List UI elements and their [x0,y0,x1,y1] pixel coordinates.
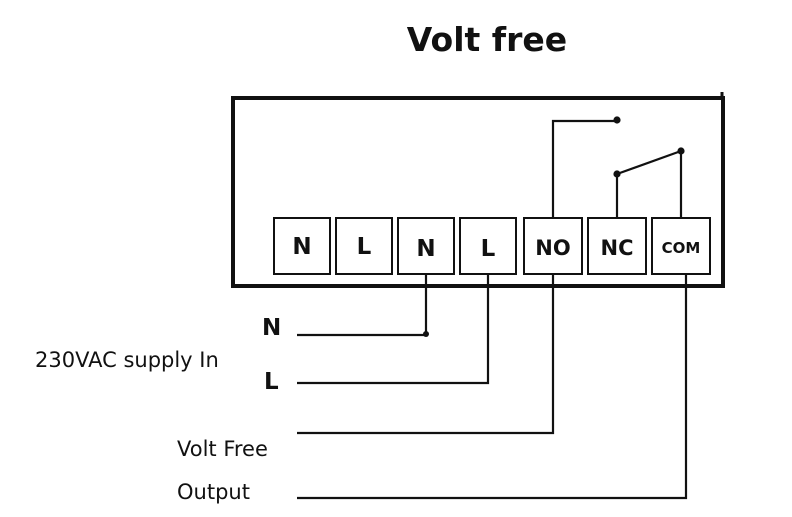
output-label-line1: Volt Free [177,437,268,461]
output-label-line2: Output [177,480,250,504]
terminal-block-5: NO [523,217,583,275]
relay-switch [551,116,685,218]
terminal-label-2: L [357,234,372,260]
controller-housing [231,96,725,288]
supply-n-label: N [262,315,281,341]
terminal-block-4: L [459,217,517,275]
supply-n-junction-dot [423,331,429,337]
terminal-label-1: N [292,234,311,260]
supply-l-label: L [264,369,279,395]
terminal-label-4: L [481,236,496,262]
terminal-block-6: NC [587,217,647,275]
supply-n-wire [297,274,428,337]
terminal-label-5: NO [535,236,570,260]
terminal-block-3: N [397,217,455,275]
terminal-label-6: NC [601,236,634,260]
terminal-block-1: N [273,217,331,275]
volt-free-no-wire [297,274,555,435]
terminal-block-2: L [335,217,393,275]
supply-caption: 230VAC supply In [35,348,219,372]
terminal-block-7: COM [651,217,711,275]
relay-no-contact-dot [613,116,621,124]
supply-l-wire [297,274,490,385]
relay-switch-arm [616,149,682,176]
volt-free-com-wire [297,274,688,500]
relay-no-wire [551,119,617,218]
terminal-label-3: N [416,236,435,262]
diagram-title: Volt free [407,20,567,59]
terminal-label-7: COM [662,239,701,257]
